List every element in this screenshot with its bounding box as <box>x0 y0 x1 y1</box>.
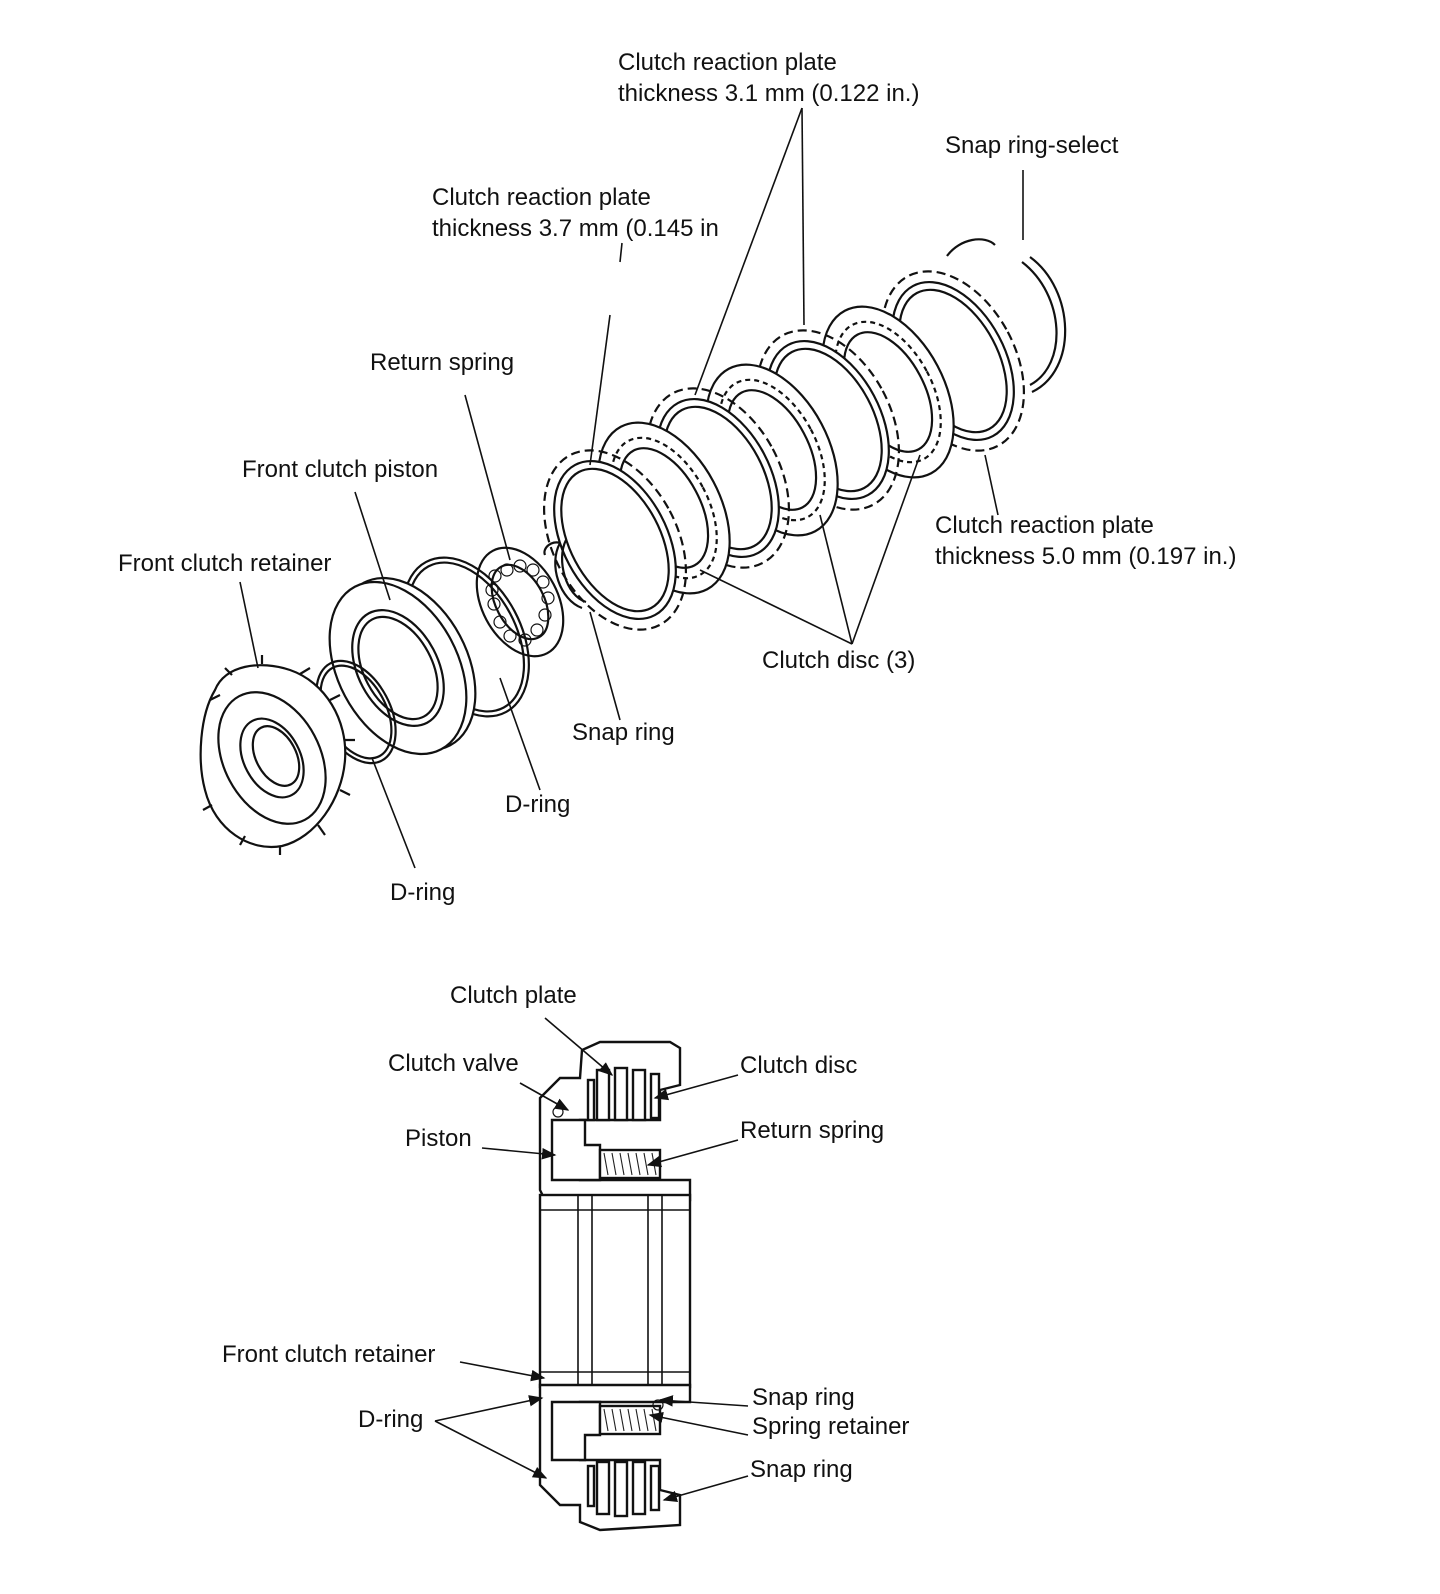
section-upper-piston <box>550 1106 662 1182</box>
return-spring-part <box>475 546 565 658</box>
exploded-labels: Clutch reaction plate thickness 3.1 mm (… <box>118 49 1236 906</box>
label-piston: Piston <box>405 1125 472 1152</box>
front-clutch-retainer-part <box>199 655 355 855</box>
label-clutch-disc-3: Clutch disc (3) <box>762 647 915 674</box>
label-clutch-plate: Clutch plate <box>450 982 577 1009</box>
section-leader-lines <box>434 1017 749 1502</box>
front-clutch-piston-part <box>328 576 477 756</box>
label-clutch-disc: Clutch disc <box>740 1052 857 1079</box>
section-lower-clutch-pack <box>586 1460 661 1518</box>
label-return-spring: Return spring <box>370 349 514 376</box>
label-reaction-plate-31-line2: thickness 3.1 mm (0.122 in.) <box>618 80 919 107</box>
label-front-clutch-piston: Front clutch piston <box>242 456 438 483</box>
exploded-leader-lines <box>239 107 1024 869</box>
reaction-plate-37-part <box>542 449 688 631</box>
section-lower-piston <box>550 1399 664 1462</box>
label-snap-ring-upper: Snap ring <box>752 1384 855 1411</box>
section-view: Clutch plate Clutch valve Clutch disc Pi… <box>222 982 909 1532</box>
exploded-view: Clutch reaction plate thickness 3.1 mm (… <box>118 49 1236 906</box>
label-reaction-plate-37-line1: Clutch reaction plate <box>432 184 651 211</box>
section-labels: Clutch plate Clutch valve Clutch disc Pi… <box>222 982 909 1483</box>
label-reaction-plate-50-line2: thickness 5.0 mm (0.197 in.) <box>935 543 1236 570</box>
snap-ring-part <box>543 539 587 610</box>
label-snap-ring-select: Snap ring-select <box>945 132 1119 159</box>
label-spring-retainer: Spring retainer <box>752 1413 909 1440</box>
label-snap-ring: Snap ring <box>572 719 675 746</box>
label-clutch-valve: Clutch valve <box>388 1050 519 1077</box>
label-reaction-plate-31-line1: Clutch reaction plate <box>618 49 837 76</box>
label-d-ring-outer: D-ring <box>390 879 455 906</box>
label-d-ring-section: D-ring <box>358 1406 423 1433</box>
label-return-spring-section: Return spring <box>740 1117 884 1144</box>
label-front-clutch-retainer-section: Front clutch retainer <box>222 1341 435 1368</box>
label-front-clutch-retainer: Front clutch retainer <box>118 550 331 577</box>
label-reaction-plate-37-line2: thickness 3.7 mm (0.145 in <box>432 215 719 242</box>
label-d-ring-inner: D-ring <box>505 791 570 818</box>
label-snap-ring-lower: Snap ring <box>750 1456 853 1483</box>
snap-ring-select-part <box>946 238 1067 393</box>
label-reaction-plate-50-line1: Clutch reaction plate <box>935 512 1154 539</box>
